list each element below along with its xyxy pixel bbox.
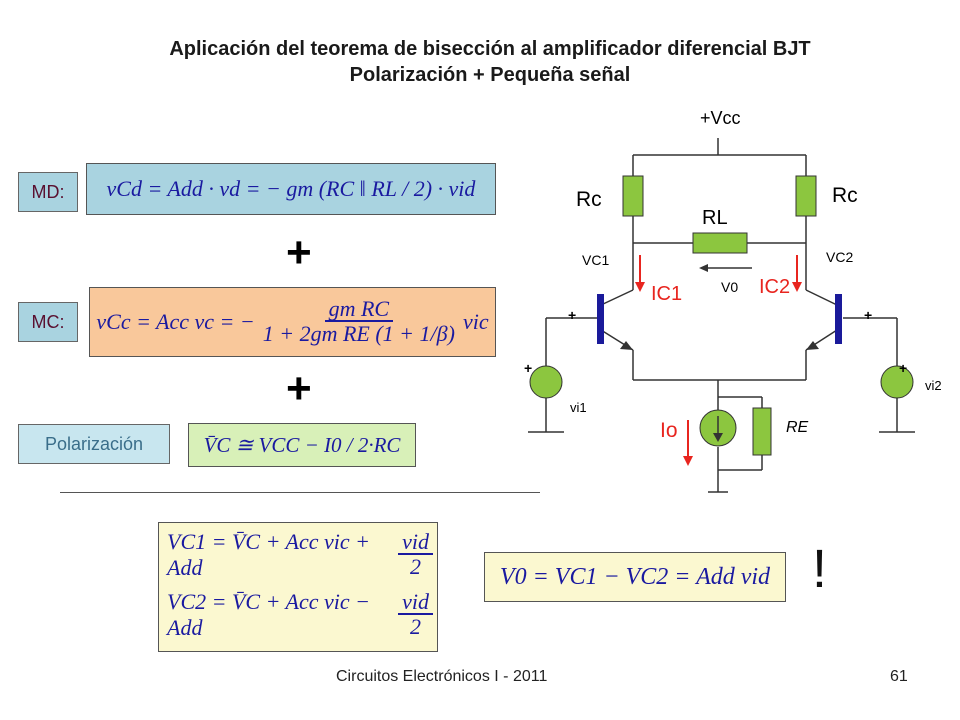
vc1-fraction: vid 2 [398, 530, 433, 579]
vi2-label: vi2 [925, 378, 942, 393]
io-arrow-icon [683, 456, 693, 466]
exclamation-mark: ! [812, 539, 828, 599]
md-label: MD: [18, 172, 78, 212]
vi1-source [529, 365, 563, 399]
slide-title-line1: Aplicación del teorema de bisección al a… [169, 38, 811, 60]
mc-equation-rhs: vic [462, 309, 489, 334]
polarizacion-equation-box: V̄C ≅ VCC − I0 / 2·RC [188, 423, 416, 467]
ic2-arrow-icon [792, 282, 802, 292]
io-label: Io [660, 419, 678, 442]
mc-denominator: 1 + 2gm RE (1 + 1/β) [262, 321, 455, 347]
vc1-label: VC1 [582, 252, 609, 268]
rc-left-label: Rc [576, 188, 602, 211]
q1-collector [600, 289, 634, 306]
vc2-numerator: vid [398, 590, 433, 616]
vc1-numerator: vid [398, 530, 433, 556]
output-voltage-box: V0 = VC1 − VC2 = Add vid [484, 552, 786, 602]
current-source-arrow-icon [713, 433, 723, 442]
q1-base-plus: + [568, 307, 576, 323]
vi2-source [880, 365, 914, 399]
v0-label: V0 [721, 279, 738, 295]
re-label: RE [786, 419, 809, 436]
footer-page-number: 61 [890, 668, 908, 685]
separator-line [60, 492, 540, 493]
md-equation: vCd = Add · vd = − gm (RC ‖ RL / 2) · vi… [106, 176, 476, 201]
re-resistor [752, 407, 772, 456]
vi2-plus: + [899, 360, 907, 376]
mc-label: MC: [18, 302, 78, 342]
vc2-equation-row: VC2 = V̄C + Acc vic − Add vid 2 [167, 589, 437, 641]
mc-numerator: gm RC [324, 297, 394, 323]
rc-left-resistor [622, 175, 644, 217]
collector-voltages-box: VC1 = V̄C + Acc vic + Add vid 2 VC2 = V̄… [158, 522, 438, 652]
plus-sign-2: + [286, 364, 312, 413]
mc-equation-lhs: vCc = Acc vc = − [96, 309, 255, 334]
polarizacion-label: Polarización [18, 424, 170, 464]
vc1-equation: VC1 = V̄C + Acc vic + Add [167, 529, 370, 580]
rc-right-resistor [795, 175, 817, 217]
footer-course: Circuitos Electrónicos I - 2011 [336, 668, 548, 685]
vc2-equation: VC2 = V̄C + Acc vic − Add [167, 589, 370, 640]
v0-arrow-icon [699, 264, 708, 272]
q2-collector [805, 289, 838, 306]
ic1-arrow-icon [635, 282, 645, 292]
output-voltage-equation: V0 = VC1 − VC2 = Add vid [499, 563, 771, 590]
q1-base-bar [597, 294, 604, 344]
q2-base-plus: + [864, 307, 872, 323]
rl-label: RL [702, 207, 728, 229]
vc2-denominator: 2 [410, 614, 422, 640]
rl-resistor [692, 232, 748, 254]
rc-right-label: Rc [832, 184, 858, 207]
mc-equation-box: vCc = Acc vc = − gm RC 1 + 2gm RE (1 + 1… [89, 287, 496, 357]
vcc-label: +Vcc [700, 108, 741, 128]
md-equation-box: vCd = Add · vd = − gm (RC ‖ RL / 2) · vi… [86, 163, 496, 215]
differential-amplifier-circuit: +Vcc Rc Rc RL VC1 VC2 IC1 IC2 V0 Io RE v… [524, 108, 942, 493]
ic1-label: IC1 [651, 283, 682, 305]
vc1-equation-row: VC1 = V̄C + Acc vic + Add vid 2 [167, 529, 437, 581]
vc2-fraction: vid 2 [398, 590, 433, 639]
vi1-plus: + [524, 360, 532, 376]
vi1-label: vi1 [570, 400, 587, 415]
mc-fraction: gm RC 1 + 2gm RE (1 + 1/β) [259, 297, 459, 346]
vc2-label: VC2 [826, 249, 853, 265]
q1-emitter-arrow [620, 341, 633, 350]
ic2-label: IC2 [759, 276, 790, 298]
q2-emitter-arrow [806, 341, 819, 350]
q2-base-bar [835, 294, 842, 344]
polarizacion-equation: V̄C ≅ VCC − I0 / 2·RC [203, 432, 401, 457]
slide-title-line2: Polarización + Pequeña señal [349, 64, 631, 86]
vc1-denominator: 2 [410, 554, 422, 580]
plus-sign-1: + [286, 228, 312, 277]
